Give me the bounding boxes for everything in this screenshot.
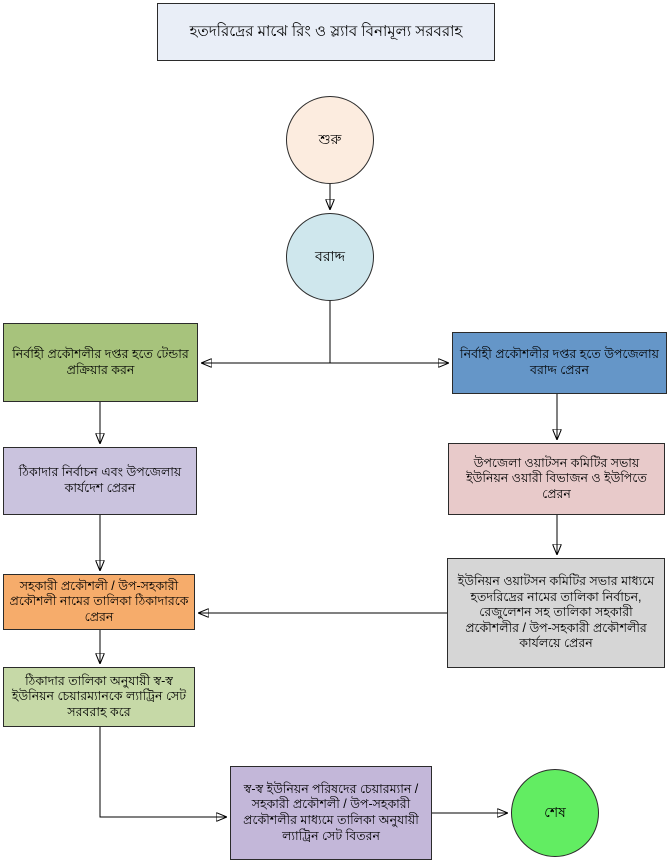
node-engineer-list: সহকারী প্রকৌশলী / উপ-সহকারী প্রকৌশলী নাম… xyxy=(3,574,195,630)
node-contractor-select-label: ঠিকাদার নির্বাচন এবং উপজেলায় কার্যদেশ প… xyxy=(18,465,182,495)
node-latrine-supply-label: ঠিকাদার তালিকা অনুযায়ী স্ব-স্ব ইউনিয়ন … xyxy=(11,673,187,719)
node-end: শেষ xyxy=(511,769,599,857)
node-tender-process: নির্বাহী প্রকৌশলীর দপ্তর হতে টেন্ডার প্র… xyxy=(3,323,198,402)
node-contractor-select: ঠিকাদার নির্বাচন এবং উপজেলায় কার্যদেশ প… xyxy=(3,447,197,515)
node-allocation-send: নির্বাহী প্রকৌশলীর দপ্তর হতে উপজেলায় বর… xyxy=(452,332,667,394)
node-latrine-distribute-label: স্ব-স্ব ইউনিয়ন পরিষদের চেয়ারম্যান / সহ… xyxy=(243,781,419,843)
edge-supply-distribute xyxy=(99,727,226,817)
node-union-watsan-label: ইউনিয়ন ওয়াটসন কমিটির সভার মাধ্যমে হতদর… xyxy=(457,573,655,651)
node-tender-process-label: নির্বাহী প্রকৌশলীর দপ্তর হতে টেন্ডার প্র… xyxy=(12,346,189,377)
node-start: শুরু xyxy=(286,96,374,184)
node-latrine-distribute: স্ব-স্ব ইউনিয়ন পরিষদের চেয়ারম্যান / সহ… xyxy=(230,766,432,860)
node-latrine-supply: ঠিকাদার তালিকা অনুযায়ী স্ব-স্ব ইউনিয়ন … xyxy=(3,667,195,727)
node-end-label: শেষ xyxy=(544,804,566,821)
node-allocation: বরাদ্দ xyxy=(286,213,374,301)
node-union-watsan: ইউনিয়ন ওয়াটসন কমিটির সভার মাধ্যমে হতদর… xyxy=(447,558,665,668)
node-upazila-watsan-label: উপজেলা ওয়াটসন কমিটির সভায় ইউনিয়ন ওয়া… xyxy=(466,455,647,501)
flowchart-title-label: হতদরিদ্রের মাঝে রিং ও স্ল্যাব বিনামূল্য … xyxy=(189,22,463,40)
node-allocation-send-label: নির্বাহী প্রকৌশলীর দপ্তর হতে উপজেলায় বর… xyxy=(460,347,659,377)
node-start-label: শুরু xyxy=(318,131,342,148)
node-engineer-list-label: সহকারী প্রকৌশলী / উপ-সহকারী প্রকৌশলী নাম… xyxy=(9,578,189,624)
node-allocation-label: বরাদ্দ xyxy=(315,248,345,265)
node-upazila-watsan: উপজেলা ওয়াটসন কমিটির সভায় ইউনিয়ন ওয়া… xyxy=(448,443,665,515)
flowchart-title: হতদরিদ্রের মাঝে রিং ও স্ল্যাব বিনামূল্য … xyxy=(157,3,495,61)
